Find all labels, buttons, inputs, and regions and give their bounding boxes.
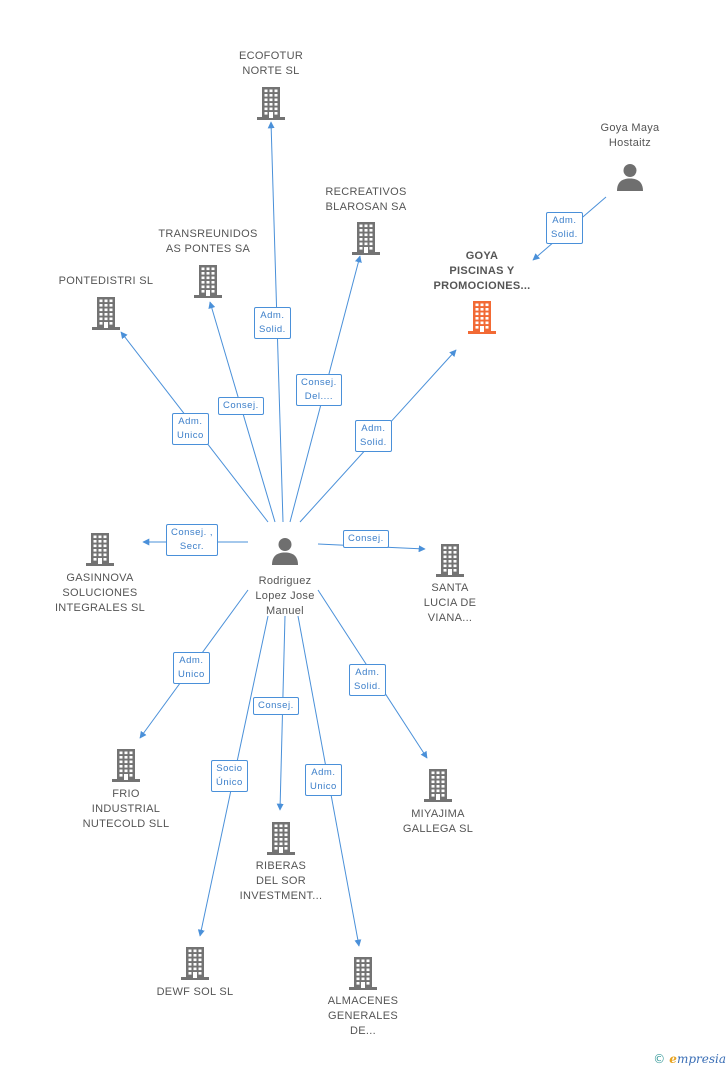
node-label-text: Goya Maya Hostaitz	[600, 122, 660, 149]
node-label-santa_lucia[interactable]: SANTA LUCIA DE VIANA...	[385, 581, 515, 626]
node-label-text: MIYAJIMA GALLEGA SL	[402, 808, 474, 835]
node-goya_piscinas[interactable]	[467, 300, 497, 334]
role-badge-rodriguez-pontedistri[interactable]: Adm. Unico	[172, 413, 209, 445]
node-label-riberas[interactable]: RIBERAS DEL SOR INVESTMENT...	[216, 859, 346, 904]
copyright-symbol: ©	[653, 1052, 666, 1066]
node-label-text: RECREATIVOS BLAROSAN SA	[325, 186, 407, 213]
node-label-text: TRANSREUNIDOS AS PONTES SA	[158, 228, 258, 255]
role-badge-rodriguez-miyajima[interactable]: Adm. Solid.	[349, 664, 386, 696]
person-icon	[272, 538, 298, 565]
building-icon	[468, 301, 496, 334]
building-icon	[352, 222, 380, 255]
brand-logo[interactable]: ©empresia	[653, 1052, 726, 1066]
role-badge-rodriguez-dewf[interactable]: Socio Único	[211, 760, 248, 792]
building-icon	[349, 957, 377, 990]
person-icon	[617, 164, 643, 191]
brand-name: mpresia	[676, 1052, 726, 1066]
node-label-text: DEWF SOL SL	[156, 986, 234, 998]
building-icon	[436, 544, 464, 577]
node-label-pontedistri[interactable]: PONTEDISTRI SL	[41, 274, 171, 289]
node-label-recreativos[interactable]: RECREATIVOS BLAROSAN SA	[301, 185, 431, 215]
node-label-gasinnova[interactable]: GASINNOVA SOLUCIONES INTEGRALES SL	[35, 571, 165, 616]
node-label-goya_maya[interactable]: Goya Maya Hostaitz	[565, 121, 695, 151]
node-label-ecofotur[interactable]: ECOFOTUR NORTE SL	[206, 49, 336, 79]
node-label-text: FRIO INDUSTRIAL NUTECOLD SLL	[82, 788, 170, 830]
building-icon	[112, 749, 140, 782]
node-label-transreunidos[interactable]: TRANSREUNIDOS AS PONTES SA	[143, 227, 273, 257]
role-badge-rodriguez-riberas[interactable]: Consej.	[253, 697, 299, 715]
node-pontedistri[interactable]	[91, 296, 121, 330]
node-label-text: ALMACENES GENERALES DE...	[327, 995, 399, 1037]
node-rodriguez[interactable]	[270, 536, 300, 566]
node-label-text: Rodriguez Lopez Jose Manuel	[255, 575, 315, 617]
role-badge-rodriguez-gasinnova[interactable]: Consej. , Secr.	[166, 524, 218, 556]
building-icon	[92, 297, 120, 330]
node-label-text: SANTA LUCIA DE VIANA...	[423, 582, 477, 624]
role-badge-rodriguez-santa_lucia[interactable]: Consej.	[343, 530, 389, 548]
node-label-dewf[interactable]: DEWF SOL SL	[130, 985, 260, 1000]
building-icon	[267, 822, 295, 855]
node-label-rodriguez[interactable]: Rodriguez Lopez Jose Manuel	[220, 574, 350, 619]
node-gasinnova[interactable]	[85, 532, 115, 566]
node-label-text: PONTEDISTRI SL	[58, 275, 154, 287]
node-label-miyajima[interactable]: MIYAJIMA GALLEGA SL	[373, 807, 503, 837]
building-icon	[194, 265, 222, 298]
node-transreunidos[interactable]	[193, 264, 223, 298]
node-santa_lucia[interactable]	[435, 543, 465, 577]
node-almacenes[interactable]	[348, 956, 378, 990]
role-badge-rodriguez-recreativos[interactable]: Consej. Del....	[296, 374, 342, 406]
role-badge-rodriguez-frio[interactable]: Adm. Unico	[173, 652, 210, 684]
node-label-text: ECOFOTUR NORTE SL	[238, 50, 304, 77]
node-label-frio[interactable]: FRIO INDUSTRIAL NUTECOLD SLL	[61, 787, 191, 832]
node-dewf[interactable]	[180, 946, 210, 980]
node-recreativos[interactable]	[351, 221, 381, 255]
building-icon	[181, 947, 209, 980]
node-miyajima[interactable]	[423, 768, 453, 802]
role-badge-rodriguez-transreunidos[interactable]: Consej.	[218, 397, 264, 415]
node-label-goya_piscinas[interactable]: GOYA PISCINAS Y PROMOCIONES...	[417, 249, 547, 294]
node-label-text: RIBERAS DEL SOR INVESTMENT...	[239, 860, 323, 902]
building-icon	[424, 769, 452, 802]
node-riberas[interactable]	[266, 821, 296, 855]
building-icon	[257, 87, 285, 120]
node-frio[interactable]	[111, 748, 141, 782]
role-badge-goya_maya-goya_piscinas[interactable]: Adm. Solid.	[546, 212, 583, 244]
role-badge-rodriguez-goya_piscinas[interactable]: Adm. Solid.	[355, 420, 392, 452]
brand-initial: e	[669, 1052, 677, 1066]
building-icon	[86, 533, 114, 566]
node-label-text: GOYA PISCINAS Y PROMOCIONES...	[433, 250, 531, 292]
node-goya_maya[interactable]	[615, 162, 645, 192]
node-ecofotur[interactable]	[256, 86, 286, 120]
node-label-almacenes[interactable]: ALMACENES GENERALES DE...	[298, 994, 428, 1039]
node-label-text: GASINNOVA SOLUCIONES INTEGRALES SL	[54, 572, 146, 614]
role-badge-rodriguez-ecofotur[interactable]: Adm. Solid.	[254, 307, 291, 339]
role-badge-rodriguez-almacenes[interactable]: Adm. Unico	[305, 764, 342, 796]
